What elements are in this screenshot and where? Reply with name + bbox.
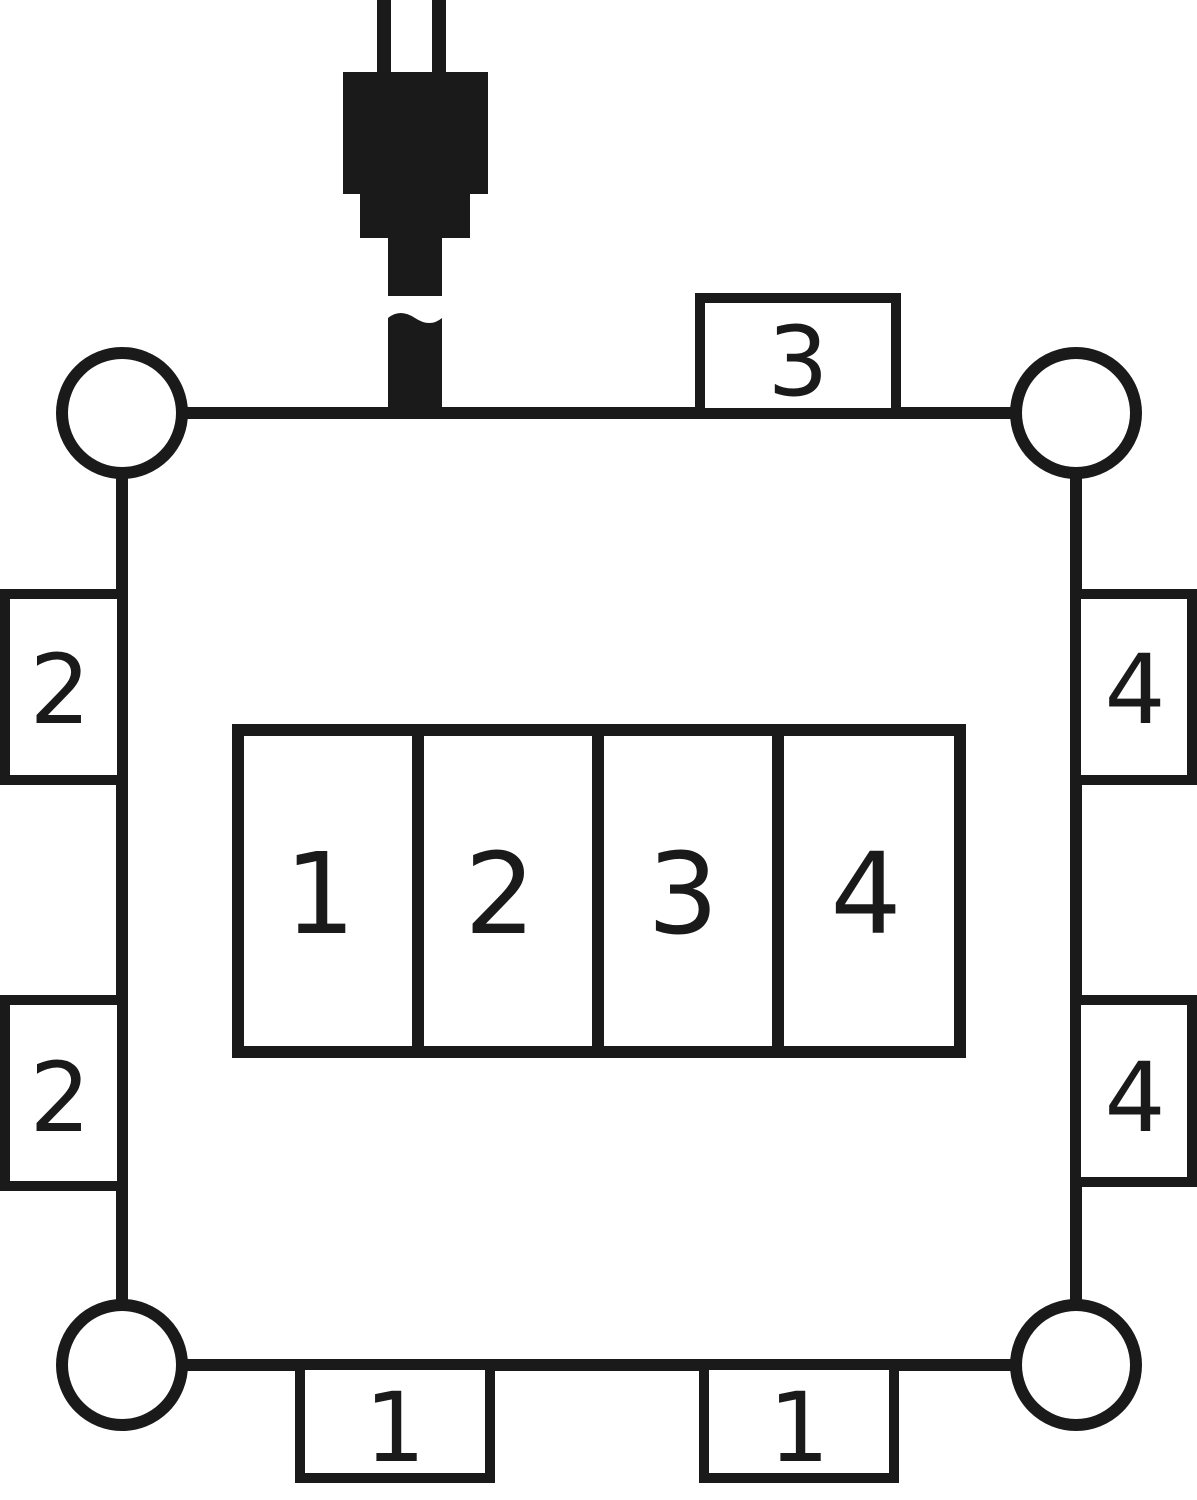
panel-cell-label: 2 xyxy=(464,830,535,960)
center-breaker-panel: 1 2 3 4 xyxy=(232,724,966,1058)
outlet-left-lower: 2 xyxy=(0,995,127,1191)
outlet-left-lower-label: 2 xyxy=(29,1042,90,1154)
corner-ring-icon xyxy=(56,347,1142,1431)
panel-cell-label: 1 xyxy=(284,830,355,960)
outlet-right-upper-label: 4 xyxy=(1104,634,1165,746)
outlet-right-lower: 4 xyxy=(1071,995,1197,1187)
outlet-left-upper-label: 2 xyxy=(29,634,90,746)
outlet-bottom-right-label: 1 xyxy=(768,1372,829,1484)
outlet-bottom-left: 1 xyxy=(295,1360,495,1484)
junction-box-frame xyxy=(116,407,1082,1371)
outlet-top: 3 xyxy=(695,293,901,418)
power-plug-icon xyxy=(343,0,488,415)
outlet-right-upper: 4 xyxy=(1071,589,1197,785)
panel-cell-label: 4 xyxy=(830,830,901,960)
outlet-top-label: 3 xyxy=(767,306,828,418)
panel-cell-label: 3 xyxy=(647,830,718,960)
outlet-right-lower-label: 4 xyxy=(1104,1042,1165,1154)
outlet-bottom-left-label: 1 xyxy=(364,1372,425,1484)
outlet-bottom-right: 1 xyxy=(699,1360,899,1484)
outlet-left-upper: 2 xyxy=(0,589,127,785)
